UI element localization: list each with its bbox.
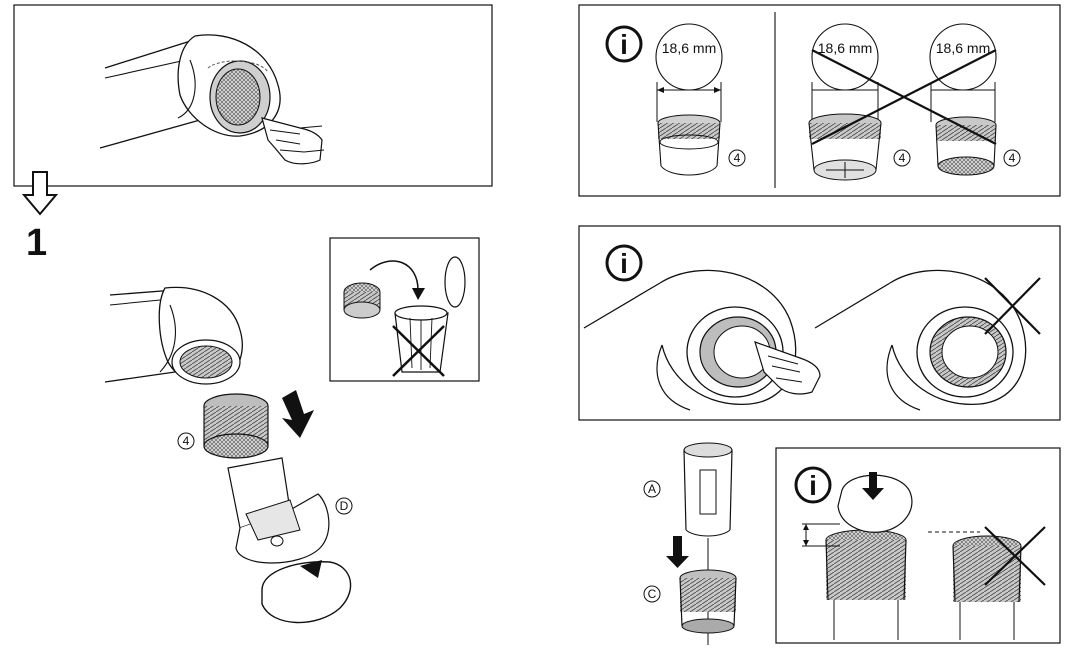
part-c	[679, 569, 737, 634]
arrow-down-right-icon	[282, 390, 314, 438]
hand-icon	[261, 117, 325, 165]
label-tool-a: A	[648, 482, 656, 496]
svg-text:i: i	[809, 470, 817, 501]
tool-insert-sequence: A C	[643, 442, 737, 645]
info-icon: i	[794, 466, 832, 504]
label-tool-d: D	[340, 499, 349, 513]
arrow-down-icon	[862, 472, 884, 500]
hand-icon	[754, 341, 821, 395]
panel-clean-thread: i	[578, 225, 1061, 421]
svg-text:4: 4	[734, 151, 741, 165]
step-number: 1	[26, 222, 47, 264]
svg-text:4: 4	[1009, 151, 1016, 165]
tool-a	[683, 442, 733, 537]
install-sequence: 4 D	[104, 286, 353, 624]
panel-size-info: i 18,6 mm 4 18,6 mm 4	[578, 4, 1061, 197]
label-part-c: C	[648, 587, 657, 601]
info-icon: i	[605, 244, 643, 282]
tool-d	[227, 457, 330, 564]
svg-text:i: i	[620, 29, 628, 60]
aerator-wrong-2	[935, 116, 997, 176]
arrow-down-icon	[666, 536, 689, 568]
label-aerator: 4	[183, 434, 190, 448]
aerator-wrong-1	[808, 113, 882, 181]
info-icon: i	[605, 25, 643, 63]
svg-text:4: 4	[899, 151, 906, 165]
panel-remove-aerator	[13, 4, 493, 187]
svg-text:18,6 mm: 18,6 mm	[936, 40, 990, 56]
measure-label: 18,6 mm	[662, 40, 716, 56]
aerator-pressed	[825, 529, 907, 640]
panel-insert-depth: i	[775, 447, 1061, 644]
aerator-correct	[657, 114, 721, 176]
svg-text:18,6 mm: 18,6 mm	[818, 40, 872, 56]
aerator-part	[203, 393, 269, 459]
rotate-arrow-icon	[261, 560, 352, 624]
down-arrow-icon	[21, 171, 59, 216]
panel-dispose	[329, 237, 480, 382]
svg-text:i: i	[620, 248, 628, 279]
aerator-unpressed	[952, 535, 1022, 640]
